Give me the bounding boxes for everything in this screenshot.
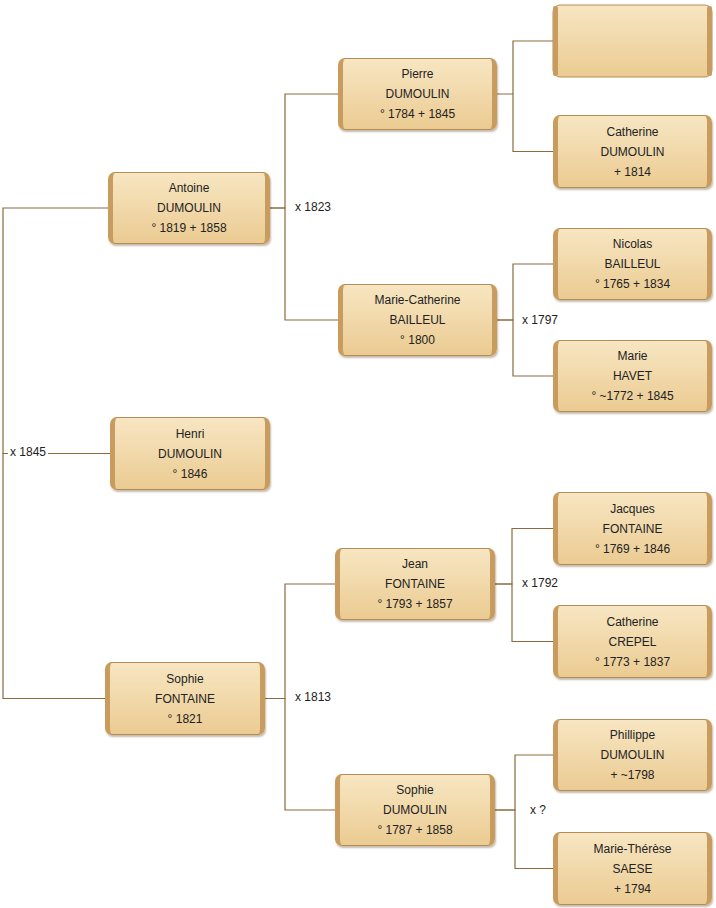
person-box: CatherineDUMOULIN+ 1814 bbox=[553, 115, 712, 188]
life-dates: ° 1765 + 1834 bbox=[595, 274, 670, 294]
given-name: Catherine bbox=[606, 612, 658, 632]
scroll-roll bbox=[707, 6, 712, 76]
life-dates: ° ~1772 + 1845 bbox=[591, 386, 673, 406]
connector-line bbox=[513, 41, 553, 94]
given-name: Sophie bbox=[396, 780, 433, 800]
life-dates: ° 1769 + 1846 bbox=[595, 539, 670, 559]
marriage-label: x 1813 bbox=[293, 690, 333, 704]
life-dates: ° 1800 bbox=[400, 330, 435, 350]
surname: DUMOULIN bbox=[157, 198, 221, 218]
lineage-connector bbox=[497, 264, 553, 320]
surname: BAILLEUL bbox=[389, 310, 445, 330]
person-box: SophieDUMOULIN° 1787 + 1858 bbox=[335, 774, 495, 846]
given-name: Catherine bbox=[606, 122, 658, 142]
surname: DUMOULIN bbox=[385, 84, 449, 104]
given-name: Marie-Thérèse bbox=[593, 839, 671, 859]
lineage-connector bbox=[3, 454, 110, 699]
surname: DUMOULIN bbox=[158, 444, 222, 464]
given-name: Marie bbox=[617, 346, 647, 366]
marriage-label: x ? bbox=[528, 803, 548, 817]
given-name: Antoine bbox=[169, 178, 210, 198]
given-name: Sophie bbox=[166, 669, 203, 689]
surname: DUMOULIN bbox=[383, 800, 447, 820]
surname: BAILLEUL bbox=[604, 254, 660, 274]
person-box: PhillippeDUMOULIN+ ~1798 bbox=[553, 719, 712, 791]
lineage-connector bbox=[495, 755, 553, 810]
marriage-label: x 1797 bbox=[520, 313, 560, 327]
life-dates: + ~1798 bbox=[610, 765, 654, 785]
life-dates: + 1794 bbox=[614, 879, 651, 899]
surname: SAESE bbox=[612, 859, 652, 879]
life-dates: + 1814 bbox=[614, 162, 651, 182]
life-dates: ° 1821 bbox=[168, 709, 203, 729]
life-dates: ° 1784 + 1845 bbox=[380, 104, 455, 124]
surname: DUMOULIN bbox=[600, 745, 664, 765]
given-name: Jean bbox=[402, 554, 428, 574]
person-box: Marie-CatherineBAILLEUL° 1800 bbox=[338, 284, 497, 356]
scroll-roll bbox=[553, 6, 558, 76]
given-name: Pierre bbox=[401, 64, 433, 84]
person-box: HenriDUMOULIN° 1846 bbox=[110, 417, 270, 490]
lineage-connector bbox=[265, 699, 335, 811]
person-box: NicolasBAILLEUL° 1765 + 1834 bbox=[553, 228, 712, 300]
lineage-connector bbox=[495, 584, 553, 642]
given-name: Nicolas bbox=[613, 234, 652, 254]
surname: CREPEL bbox=[608, 632, 656, 652]
surname: FONTAINE bbox=[603, 519, 663, 539]
person-box: MarieHAVET° ~1772 + 1845 bbox=[553, 340, 712, 412]
surname: FONTAINE bbox=[385, 574, 445, 594]
given-name: Jacques bbox=[610, 499, 655, 519]
person-box: Marie-ThérèseSAESE+ 1794 bbox=[553, 832, 712, 905]
lineage-connector bbox=[495, 810, 553, 869]
marriage-label: x 1845 bbox=[8, 445, 48, 459]
person-box: JeanFONTAINE° 1793 + 1857 bbox=[335, 548, 495, 620]
life-dates: ° 1793 + 1857 bbox=[377, 594, 452, 614]
given-name: Phillippe bbox=[610, 725, 655, 745]
person-box: PierreDUMOULIN° 1784 + 1845 bbox=[338, 58, 497, 130]
lineage-connector bbox=[265, 584, 335, 699]
marriage-label: x 1792 bbox=[520, 576, 560, 590]
person-box: JacquesFONTAINE° 1769 + 1846 bbox=[553, 492, 712, 565]
lineage-connector bbox=[497, 320, 553, 376]
life-dates: ° 1846 bbox=[173, 464, 208, 484]
given-name: Marie-Catherine bbox=[374, 290, 460, 310]
given-name: Henri bbox=[176, 424, 205, 444]
empty-box bbox=[553, 5, 712, 77]
surname: DUMOULIN bbox=[600, 142, 664, 162]
person-box: SophieFONTAINE° 1821 bbox=[105, 662, 265, 735]
marriage-label: x 1823 bbox=[293, 200, 333, 214]
lineage-connector bbox=[270, 94, 338, 208]
lineage-connector bbox=[270, 208, 338, 320]
life-dates: ° 1773 + 1837 bbox=[595, 652, 670, 672]
life-dates: ° 1819 + 1858 bbox=[151, 218, 226, 238]
life-dates: ° 1787 + 1858 bbox=[377, 820, 452, 840]
lineage-connector bbox=[3, 208, 110, 454]
person-box: AntoineDUMOULIN° 1819 + 1858 bbox=[108, 172, 270, 244]
person-box: CatherineCREPEL° 1773 + 1837 bbox=[553, 605, 712, 678]
lineage-connector bbox=[497, 94, 553, 152]
surname: HAVET bbox=[613, 366, 652, 386]
surname: FONTAINE bbox=[155, 689, 215, 709]
